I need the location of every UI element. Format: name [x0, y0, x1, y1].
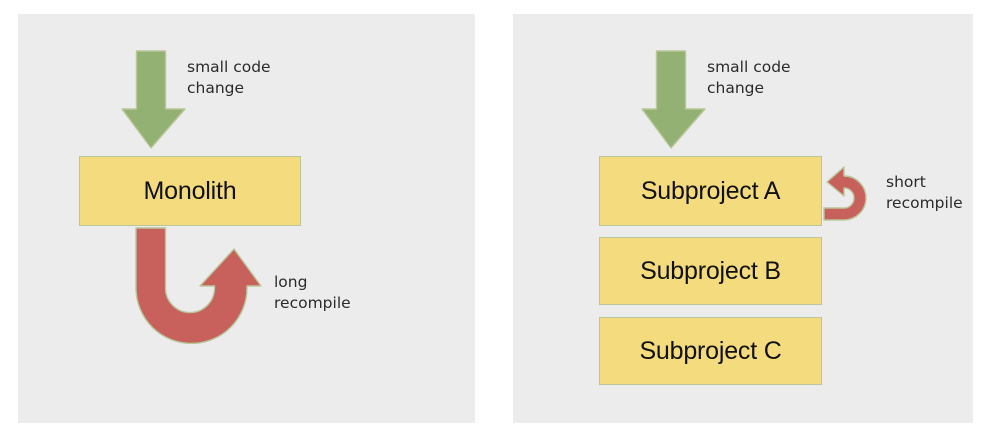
box-monolith-label: Monolith [143, 176, 237, 205]
caption-small-code-change-right: small code change [707, 58, 791, 97]
curved-loop-arrow-icon [822, 166, 874, 222]
caption-short-recompile: short recompile [886, 173, 963, 212]
u-turn-arrow-icon [130, 226, 270, 345]
box-monolith[interactable]: Monolith [79, 156, 301, 226]
box-subproject-a-label: Subproject A [640, 176, 781, 205]
box-subproject-a[interactable]: Subproject A [599, 156, 822, 226]
box-subproject-c-label: Subproject C [639, 336, 782, 365]
box-subproject-b-label: Subproject B [640, 256, 781, 285]
box-subproject-b[interactable]: Subproject B [599, 237, 822, 305]
down-arrow-icon [118, 48, 194, 152]
caption-small-code-change-left: small code change [187, 58, 271, 97]
box-subproject-c[interactable]: Subproject C [599, 317, 822, 385]
down-arrow-icon [638, 48, 714, 152]
caption-long-recompile: long recompile [274, 273, 351, 312]
